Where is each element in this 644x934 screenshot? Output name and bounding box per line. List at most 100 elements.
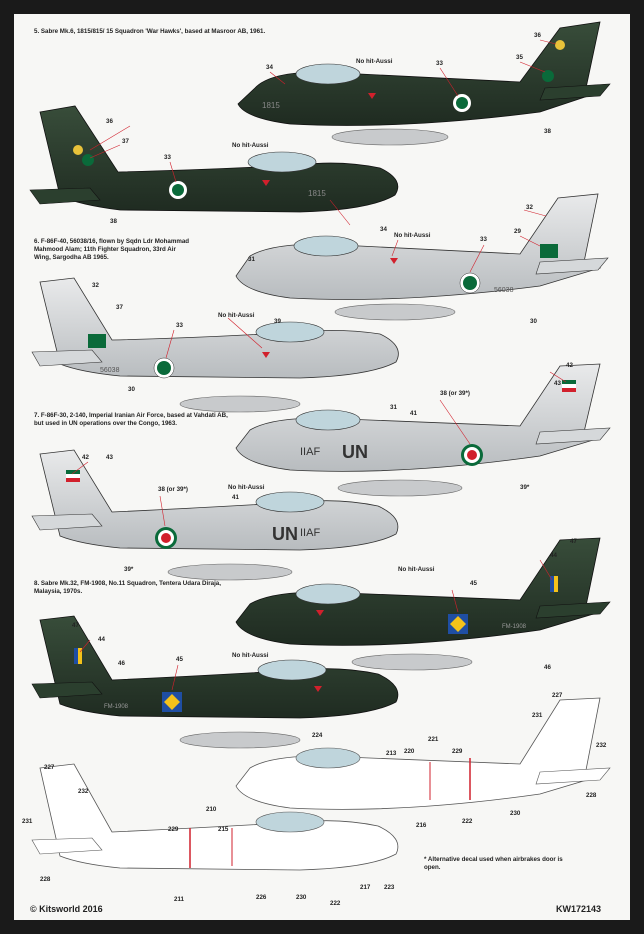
decal-number: 37	[116, 304, 123, 311]
alternative-decal-note-line2: open.	[424, 864, 441, 871]
walkway-label-e: No hit-Aussi	[228, 484, 265, 491]
decal-number: 39	[274, 318, 281, 325]
stencil-number: 226	[256, 894, 267, 901]
aircraft-7-right: IIAF UN	[235, 363, 611, 497]
stencil-number: 210	[206, 806, 217, 813]
decal-number: 33	[176, 322, 183, 329]
serial-6-text-b: 56038	[100, 367, 120, 374]
aircraft-7-left: UN IIAF	[31, 449, 399, 581]
aircraft-6-right: 56038	[235, 193, 609, 321]
aircraft-8-left: FM-1908	[31, 615, 399, 749]
decal-number: 32	[92, 282, 99, 289]
decal-number: 31	[390, 404, 397, 411]
copyright-text: © Kitsworld 2016	[30, 904, 103, 914]
decal-number: 30	[530, 318, 537, 325]
stencil-number: 228	[586, 792, 597, 799]
stencil-number: 215	[218, 826, 229, 833]
walkway-label: No hit-Aussi	[356, 58, 393, 65]
stencil-number: 211	[174, 896, 184, 903]
caption-aircraft-6-line3: Wing, Sargodha AB 1965.	[34, 254, 109, 261]
stencil-number: 230	[296, 894, 307, 901]
decal-number: 29	[514, 228, 521, 235]
canopy	[295, 63, 361, 85]
stencil-number: 217	[360, 884, 371, 891]
aircraft-5-right: 1815	[237, 21, 611, 146]
decal-number: 47	[72, 622, 79, 629]
iiaf-text: IIAF	[300, 446, 320, 458]
decal-number: 42	[82, 454, 89, 461]
alternative-decal-note-line1: * Alternative decal used when airbrakes …	[424, 856, 563, 863]
stencil-number: 228	[40, 876, 51, 883]
stencil-number: 232	[78, 788, 89, 795]
stencil-number: 223	[384, 884, 395, 891]
caption-aircraft-6-line1: 6. F-86F-40, 56038/16, flown by Sqdn Ldr…	[34, 238, 190, 245]
decal-number: 39*	[520, 484, 530, 491]
stencil-aircraft-left	[31, 763, 399, 871]
decal-number: 41	[410, 410, 417, 417]
caption-aircraft-7-line2: but used in UN operations over the Congo…	[34, 420, 178, 427]
stencil-number: 227	[44, 764, 55, 771]
stencil-number: 229	[452, 748, 463, 755]
decal-number: 42	[566, 362, 573, 369]
caption-aircraft-7-line1: 7. F-86F-30, 2-140, Imperial Iranian Air…	[34, 412, 228, 419]
stencil-aircraft-right	[235, 697, 611, 810]
product-code: KW172143	[556, 904, 602, 914]
decal-number: 36	[106, 118, 113, 125]
stencil-number: 222	[462, 818, 473, 825]
stencil-number: 224	[312, 732, 323, 739]
serial-5-text: 1815	[262, 101, 280, 110]
decal-number: 35	[516, 54, 523, 61]
decal-number: 44	[98, 636, 105, 643]
un-text-b: UN	[272, 524, 298, 544]
decal-number: 37	[122, 138, 129, 145]
caption-aircraft-6-line2: Mahmood Alam; 11th Fighter Squadron, 33r…	[34, 246, 176, 253]
serial-8-text-b: FM-1908	[104, 704, 129, 710]
decal-number: 46	[118, 660, 125, 667]
decal-number: 36	[534, 32, 541, 39]
decal-number: 41	[232, 494, 239, 501]
iiaf-text-b: IIAF	[300, 527, 320, 539]
stencil-number: 221	[428, 736, 439, 743]
walkway-label-c: No hit-Aussi	[394, 232, 431, 239]
stencil-number: 232	[596, 742, 607, 749]
caption-aircraft-8-line1: 8. Sabre Mk.32, FM-1908, No.11 Squadron,…	[34, 580, 221, 587]
serial-5-text-b: 1815	[308, 189, 326, 198]
decal-number: 30	[128, 386, 135, 393]
decal-number: 39*	[124, 566, 134, 573]
walkway-label-f: No hit-Aussi	[398, 566, 435, 573]
walkway-label-g: No hit-Aussi	[232, 652, 269, 659]
stencil-number: 231	[532, 712, 543, 719]
decal-number: 46	[544, 664, 551, 671]
decal-number: 34	[266, 64, 273, 71]
decal-number: 31	[248, 256, 255, 263]
aircraft-8-right: FM-1908	[235, 537, 611, 671]
serial-8-text: FM-1908	[502, 624, 527, 630]
decal-number: 34	[380, 226, 387, 233]
decal-number: 33	[480, 236, 487, 243]
walkway-label-d: No hit-Aussi	[218, 312, 255, 319]
aircraft-6-left: 56038	[31, 277, 399, 413]
stencil-number: 222	[330, 900, 341, 907]
stencil-number: 227	[552, 692, 563, 699]
stencil-number: 216	[416, 822, 427, 829]
drop-tank	[331, 128, 449, 146]
stencil-number: 231	[22, 818, 33, 825]
decal-number: 38	[544, 128, 551, 135]
un-text: UN	[342, 442, 368, 462]
decal-number: 32	[526, 204, 533, 211]
decal-number: 43	[554, 380, 561, 387]
decal-number: 33	[436, 60, 443, 67]
caption-aircraft-5: 5. Sabre Mk.6, 1815/815/ 15 Squadron 'Wa…	[34, 28, 266, 35]
walkway-label-b: No hit-Aussi	[232, 142, 269, 149]
decal-number: 45	[176, 656, 183, 663]
decal-number: 38 (or 39*)	[158, 486, 188, 493]
stencil-number: 230	[510, 810, 521, 817]
decal-number: 45	[470, 580, 477, 587]
stencil-number: 213	[386, 750, 397, 757]
decal-number: 47	[570, 538, 577, 545]
decal-number: 43	[106, 454, 113, 461]
decal-number: 33	[164, 154, 171, 161]
caption-aircraft-8-line2: Malaysia, 1970s.	[34, 588, 83, 595]
